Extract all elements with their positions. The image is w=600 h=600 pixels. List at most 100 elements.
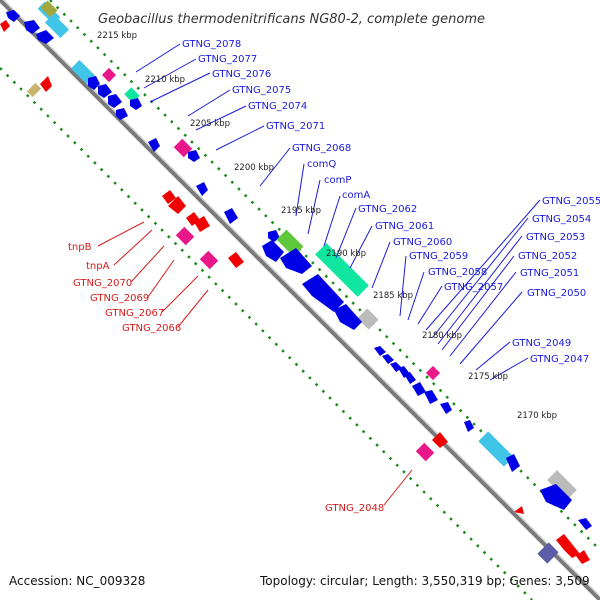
gene-label: GTNG_2074 — [248, 101, 307, 112]
tick-label: 2190 kbp — [326, 249, 366, 259]
gene-block-olive-top — [40, 0, 58, 18]
gene-label: GTNG_2049 — [512, 338, 571, 349]
gene-arrow — [578, 518, 592, 530]
gene-arrow — [36, 30, 54, 44]
gene-label: GTNG_2050 — [527, 288, 586, 299]
gene-block-khaki — [26, 82, 42, 98]
gene-block-grey — [547, 470, 577, 500]
gene-label: GTNG_2057 — [444, 282, 503, 293]
pseudogene — [425, 365, 441, 381]
gene-block-slate — [537, 542, 559, 564]
gene-label: GTNG_2047 — [530, 354, 589, 365]
gene-arrow — [148, 138, 160, 152]
forward-strand-features — [6, 0, 592, 530]
gene-arrow — [412, 382, 426, 396]
tick-label: 2180 kbp — [422, 331, 462, 341]
gene-arrow-reverse — [514, 506, 524, 514]
gene-arrow — [188, 150, 200, 162]
gene-arrow — [130, 98, 142, 110]
pseudogene — [415, 442, 435, 462]
gene-label: GTNG_2058 — [428, 267, 487, 278]
gene-arrow-reverse — [228, 252, 244, 268]
topology-text: Topology: circular; Length: 3,550,319 bp… — [259, 574, 590, 588]
gene-label: GTNG_2055 — [542, 196, 600, 207]
gene-label: GTNG_2060 — [393, 237, 452, 248]
gene-label: GTNG_2067 — [105, 308, 164, 319]
gene-arrow-reverse — [576, 550, 590, 564]
inner-dotted-track — [0, 67, 533, 600]
reverse-strand-features — [0, 20, 590, 564]
lower-gene-labels: tnpB tnpA GTNG_2070 GTNG_2069 GTNG_2067 … — [68, 242, 384, 514]
gene-arrow — [440, 402, 452, 414]
gene-label: GTNG_2071 — [266, 121, 325, 132]
gene-label: GTNG_2070 — [73, 278, 132, 289]
gene-label: GTNG_2066 — [122, 323, 181, 334]
gene-arrow — [404, 372, 416, 384]
gene-arrow — [302, 274, 344, 312]
tick-label: 2170 kbp — [517, 411, 557, 421]
tick-label: 2210 kbp — [145, 75, 185, 85]
gene-label: comP — [324, 175, 351, 186]
gene-arrow — [334, 304, 362, 330]
gene-arrow-reverse — [432, 432, 448, 448]
gene-label: GTNG_2076 — [212, 69, 271, 80]
scale-ticks: 2215 kbp 2210 kbp 2205 kbp 2200 kbp 2195… — [97, 31, 557, 421]
gene-arrow — [24, 20, 40, 34]
gene-block-grey — [357, 308, 379, 330]
gene-label: GTNG_2069 — [90, 293, 149, 304]
genome-title: Geobacillus thermodenitrificans NG80-2, … — [98, 12, 485, 27]
gene-arrow — [374, 346, 386, 356]
gene-label: GTNG_2051 — [520, 268, 579, 279]
gene-arrow — [6, 10, 20, 22]
gene-label: tnpB — [68, 242, 92, 253]
tick-label: 2175 kbp — [468, 372, 508, 382]
gene-label: GTNG_2062 — [358, 204, 417, 215]
upper-leader-lines — [135, 43, 541, 381]
gene-block-cyan — [44, 13, 70, 39]
gene-arrow — [506, 454, 520, 472]
tick-label: 2215 kbp — [97, 31, 137, 41]
gene-arrow-reverse — [40, 76, 52, 92]
gene-arrow-reverse — [162, 190, 176, 204]
gene-label: GTNG_2077 — [198, 54, 257, 65]
gene-label: comQ — [307, 159, 336, 170]
rna-gene-block — [315, 243, 369, 297]
gene-arrow-reverse — [0, 20, 10, 32]
gene-arrow — [268, 230, 280, 242]
genome-backbone-shadow — [3, 0, 600, 597]
gene-label: GTNG_2061 — [375, 221, 434, 232]
pseudogene — [173, 138, 193, 158]
gene-label: GTNG_2059 — [409, 251, 468, 262]
accession-text: Accession: NC_009328 — [9, 574, 145, 588]
gene-arrow — [540, 484, 572, 510]
gene-label: GTNG_2078 — [182, 39, 241, 50]
upper-gene-labels: GTNG_2078 GTNG_2077 GTNG_2076 GTNG_2075 … — [182, 39, 600, 365]
gene-arrow — [464, 420, 474, 432]
gene-arrow — [262, 240, 284, 262]
gene-arrow — [98, 84, 112, 98]
tick-label: 2205 kbp — [190, 119, 230, 129]
pseudogene — [175, 226, 195, 246]
tick-label: 2185 kbp — [373, 291, 413, 301]
gene-arrow — [382, 354, 394, 364]
gene-label: GTNG_2068 — [292, 143, 351, 154]
gene-label: GTNG_2075 — [232, 85, 291, 96]
gene-arrow — [116, 108, 128, 120]
gene-arrow-reverse — [564, 544, 580, 558]
gene-arrow — [224, 208, 238, 224]
gene-label: GTNG_2048 — [325, 503, 384, 514]
gene-label: comA — [342, 190, 370, 201]
gene-label: GTNG_2052 — [518, 251, 577, 262]
gene-arrow — [196, 182, 208, 196]
gene-arrow-reverse — [168, 196, 186, 214]
lower-leader-lines — [97, 221, 413, 506]
gene-label: GTNG_2053 — [526, 232, 585, 243]
tick-label: 2200 kbp — [234, 163, 274, 173]
gene-arrow-reverse — [194, 216, 210, 232]
gene-arrow-reverse — [556, 534, 572, 550]
tick-label: 2195 kbp — [281, 206, 321, 216]
gene-label: GTNG_2054 — [532, 214, 591, 225]
gene-label: tnpA — [86, 261, 110, 272]
